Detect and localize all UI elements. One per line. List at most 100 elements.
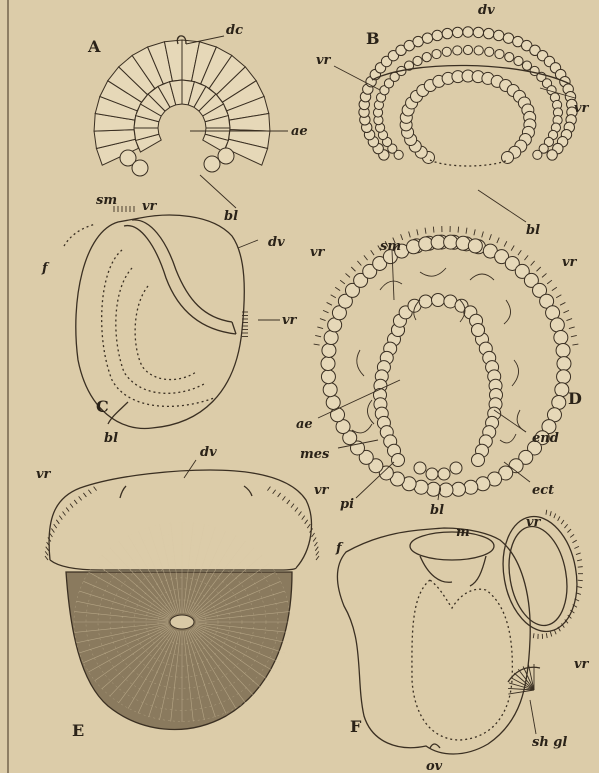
figure-c-dotted-middle [116,268,204,393]
figure-b-velum-cell [422,53,431,62]
figure-a-lip-cell [218,148,234,164]
figure-d-cilium [542,273,547,277]
figure-f-cilium [572,540,576,543]
figure-d-vr-right-label: vr [562,255,578,270]
figure-d-ectoderm-cell [321,357,335,371]
figure-d-blastopore-cell [426,468,438,480]
figure-d-cilium [425,228,426,234]
figure-d-cilium [524,255,528,260]
figure-f-cilium [533,633,534,638]
figure-d-cilium [323,310,329,312]
figure-e-cilium [46,547,49,551]
figure-b-ectoderm-cell [463,27,473,37]
figure-c-f-label: f [41,261,50,276]
figure-d-mesoderm-strand [357,350,364,376]
figure-f-shgl-label: sh gl [532,735,567,750]
figure-f-shell-gland-ray [511,678,534,690]
figure-d-label: D [568,389,582,408]
figure-b-vr-right-label: vr [574,101,590,116]
figure-c-cilia [114,206,248,337]
figure-f-shgl-leader [530,700,536,734]
figure-d-ectoderm-cell [407,240,421,254]
figure-b-velum-cell [413,56,422,65]
figure-d-ectoderm-cell [444,235,458,249]
figure-d-ectoderm-cell [556,343,570,357]
figure-e-vr-left-label: vr [36,467,52,482]
figure-d-cilium [340,280,345,284]
figure-c-vr-right-label: vr [282,313,298,328]
figure-b-bl-label: bl [526,223,540,238]
figure-f-dotted-gut [412,580,512,740]
figure-b-cells [359,27,577,166]
figure-d-cilium [409,232,411,238]
figure-d-cilium [504,241,507,246]
figure-d-blastopore-cell [450,462,462,474]
figure-b-velum-cell [442,47,451,56]
figure-b-ectoderm-cell [422,33,432,43]
figure-d-mesoderm-strand [500,434,516,443]
figure-b-velum-cell [514,56,523,65]
figure-d-cilium [357,261,361,266]
figure-d-cilium [417,229,418,235]
figure-d-cilium [563,310,569,312]
figure-e-cilium [79,496,82,500]
figure-b-dv-label: dv [478,3,495,18]
figure-d-ectoderm-cell [323,383,337,397]
figure-c: C sm vr f dv vr bl [41,193,298,446]
figure-d-mesoderm-strand [380,281,402,290]
figure-e-cilium [302,516,305,520]
figure-c-bl-label: bl [104,431,118,446]
figure-f-vr-top-label: vr [526,515,542,530]
figure-f-cilium [578,567,583,568]
figure-d-cilium [345,273,350,277]
figure-b-ectoderm-cell [503,33,513,43]
figure-d-cilium [556,295,561,298]
figure-d-cilium [497,238,499,244]
figure-d-cilium [351,267,355,271]
figure-e-cilium [70,504,73,508]
figure-e-cilium [45,556,48,560]
figure-b-blastopore-line [430,160,508,166]
figure-d-cilium [320,319,326,321]
figure-b-ectoderm-cell [547,150,557,160]
figure-d-ectoderm-cell [322,343,336,357]
figure-b-velum-cell [495,49,504,58]
figure-f-cilium [561,520,564,524]
figure-d-cilium [560,302,565,305]
figure-e-cilium [83,493,86,497]
figure-e-left-mark [120,486,126,498]
figure-e-cilium [45,551,48,555]
figure-e-dv-leader [184,460,196,478]
figure-c-dv-leader [238,240,258,248]
figure-b: B dv vr vr bl [316,3,590,238]
figure-d-cilium [331,295,336,298]
figure-f-cilium [550,511,551,516]
figure-e-vr-right-label: vr [314,483,330,498]
figure-a-ae-label: ae [291,124,308,139]
figure-d-cilium [552,287,557,290]
figure-d-ectoderm-cell [324,331,338,345]
figure-d-cilium [518,250,521,255]
figure-e-cilium [298,511,301,515]
figure-a-bl-leader [200,175,236,208]
figure-d-cilium [566,319,572,321]
figure-d-ectoderm-cell [557,357,571,371]
figure-e-cilium [51,529,54,533]
figure-d-cilium [482,232,484,238]
figure-f-m-label: m [456,525,470,540]
figure-d-cilium [569,327,575,329]
figure-d-cilium [371,250,374,255]
figure-c-label: C [96,397,109,416]
figure-d-ectoderm-cell [557,370,571,384]
figure-b-velum-cell [485,47,494,56]
figure-e-upper-outline [49,470,311,568]
figure-f-cilium [558,516,560,520]
figure-e-granular-mass [66,572,292,729]
figure-b-ectoderm-cell [473,27,483,37]
figure-d-sm-label: sm [380,239,401,254]
figure-e-cilium [267,487,270,491]
figure-f-vr-right-label: vr [574,657,590,672]
figure-d-ectoderm-cell [419,237,433,251]
figure-e-cilium [282,496,285,500]
figure-d-cilium [531,261,535,266]
